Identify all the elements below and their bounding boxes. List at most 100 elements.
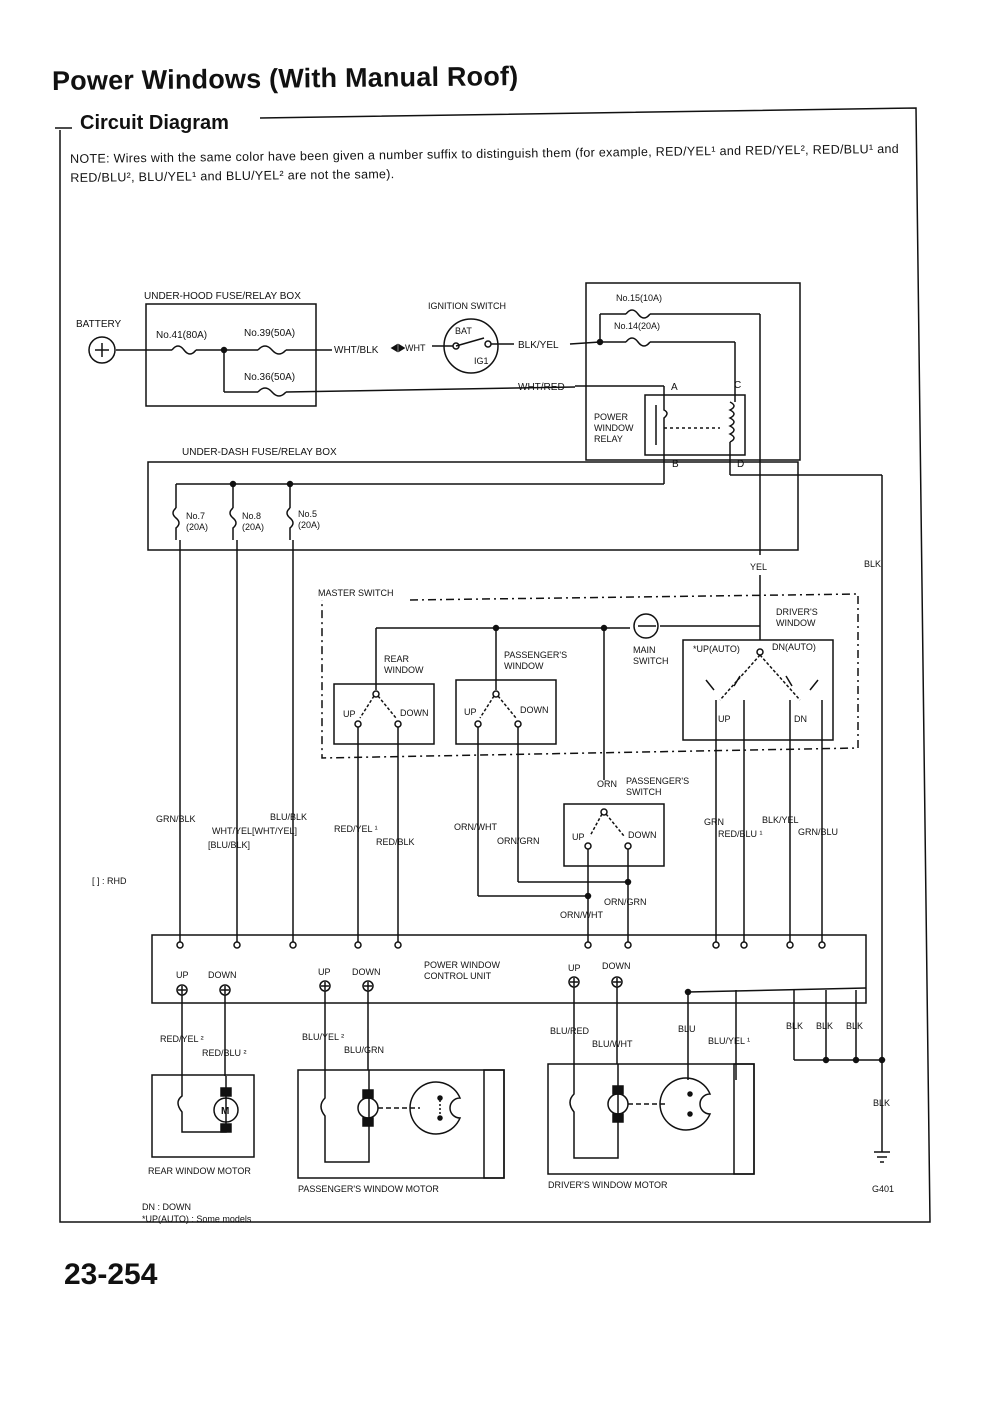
svg-text:DOWN: DOWN [628, 830, 657, 840]
svg-text:MAIN: MAIN [633, 645, 656, 655]
svg-text:RED/BLU ¹: RED/BLU ¹ [718, 829, 763, 839]
svg-text:[BLU/BLK]: [BLU/BLK] [208, 840, 250, 850]
svg-text:BLK: BLK [816, 1021, 833, 1031]
svg-text:BLK: BLK [786, 1021, 803, 1031]
svg-text:PASSENGER'S WINDOW MOTOR: PASSENGER'S WINDOW MOTOR [298, 1184, 439, 1194]
master-switch: MASTER SWITCH DRIVER'S WINDOW REAR WINDO… [318, 588, 859, 780]
svg-text:BLK: BLK [864, 559, 881, 569]
terminal-plus-icons [176, 976, 623, 996]
legend: DN : DOWN *UP(AUTO) : Some models [142, 1202, 252, 1224]
svg-text:RELAY: RELAY [594, 434, 623, 444]
svg-text:BLU: BLU [678, 1024, 696, 1034]
power-window-relay: WHT/RED A C POWER WINDOW RELAY B D [518, 314, 882, 555]
svg-text:BLU/RED: BLU/RED [550, 1026, 590, 1036]
svg-text:DOWN: DOWN [400, 708, 429, 718]
svg-text:BATTERY: BATTERY [76, 319, 122, 330]
svg-text:BLK: BLK [873, 1098, 890, 1108]
svg-text:UP: UP [318, 967, 331, 977]
svg-text:YEL: YEL [750, 562, 767, 572]
svg-text:(20A): (20A) [298, 520, 320, 530]
svg-text:BLK/YEL: BLK/YEL [762, 815, 799, 825]
svg-text:MASTER SWITCH: MASTER SWITCH [318, 588, 394, 598]
svg-text:C: C [734, 380, 741, 391]
svg-text:BLU/YEL ¹: BLU/YEL ¹ [708, 1036, 750, 1046]
svg-text:DOWN: DOWN [352, 967, 381, 977]
svg-text:POWER: POWER [594, 412, 629, 422]
svg-text:(20A): (20A) [242, 522, 264, 532]
svg-text:ORN/WHT: ORN/WHT [454, 822, 497, 832]
svg-text:IG1: IG1 [474, 356, 489, 366]
svg-text:(20A): (20A) [186, 522, 208, 532]
svg-text:UP: UP [572, 832, 585, 842]
svg-text:WINDOW: WINDOW [504, 661, 544, 671]
battery-icon: BATTERY [76, 319, 122, 364]
svg-text:RED/BLU ²: RED/BLU ² [202, 1048, 247, 1058]
ground-icon [874, 1151, 890, 1163]
svg-text:SWITCH: SWITCH [626, 787, 662, 797]
outer-frame [55, 107, 931, 1223]
svg-text:ORN/GRN: ORN/GRN [497, 836, 540, 846]
under-dash-fuse-box: UNDER-DASH FUSE/RELAY BOX No.7 (20A) No.… [147, 447, 799, 551]
wire-labels: GRN/BLK BLU/BLK WHT/YEL[WHT/YEL] [BLU/BL… [92, 812, 838, 920]
svg-text:ORN/WHT: ORN/WHT [560, 910, 603, 920]
svg-text:DN: DN [794, 714, 807, 724]
svg-text:UP: UP [464, 707, 477, 717]
fuse-15-14: No.15(10A) No.14(20A) [585, 282, 801, 461]
svg-text:GRN/BLK: GRN/BLK [156, 814, 196, 824]
svg-text:[ ] : RHD: [ ] : RHD [92, 876, 127, 886]
svg-text:BLU/GRN: BLU/GRN [344, 1045, 384, 1055]
svg-text:WHT/RED: WHT/RED [518, 382, 565, 393]
svg-text:No.15(10A): No.15(10A) [616, 293, 662, 303]
svg-text:UP: UP [343, 709, 356, 719]
svg-text:DN : DOWN: DN : DOWN [142, 1202, 191, 1212]
svg-text:DRIVER'S: DRIVER'S [776, 607, 818, 617]
svg-text:No.8: No.8 [242, 511, 261, 521]
svg-text:UP: UP [568, 963, 581, 973]
switch-leads: ORN PASSENGER'S SWITCH UP DOWN [357, 700, 823, 945]
svg-text:UNDER-DASH FUSE/RELAY BOX: UNDER-DASH FUSE/RELAY BOX [182, 447, 337, 458]
passenger-window-motor: PASSENGER'S WINDOW MOTOR [297, 1069, 505, 1194]
svg-text:SWITCH: SWITCH [633, 656, 669, 666]
svg-text:No.5: No.5 [298, 509, 317, 519]
svg-text:DOWN: DOWN [208, 970, 237, 980]
svg-text:BLK: BLK [846, 1021, 863, 1031]
svg-text:No.41(80A): No.41(80A) [156, 330, 207, 341]
svg-text:*UP(AUTO) : Some models: *UP(AUTO) : Some models [142, 1214, 252, 1224]
svg-text:PASSENGER'S: PASSENGER'S [504, 650, 567, 660]
svg-text:WHT: WHT [405, 343, 426, 353]
svg-text:DOWN: DOWN [520, 705, 549, 715]
svg-text:BLU/BLK: BLU/BLK [270, 812, 307, 822]
svg-text:A: A [671, 382, 678, 393]
svg-text:REAR WINDOW MOTOR: REAR WINDOW MOTOR [148, 1166, 251, 1176]
svg-text:BLU/YEL ²: BLU/YEL ² [302, 1032, 344, 1042]
svg-text:G401: G401 [872, 1184, 894, 1194]
svg-text:GRN: GRN [704, 817, 724, 827]
svg-text:RED/YEL ¹: RED/YEL ¹ [334, 824, 378, 834]
section-subtitle: Circuit Diagram [80, 112, 229, 134]
svg-text:REAR: REAR [384, 654, 410, 664]
svg-text:M: M [221, 1106, 229, 1117]
svg-text:*UP(AUTO): *UP(AUTO) [693, 644, 740, 654]
svg-text:IGNITION SWITCH: IGNITION SWITCH [428, 301, 506, 311]
control-unit: POWER WINDOW CONTROL UNIT UP DOWN UP DOW… [151, 934, 867, 1004]
svg-text:CONTROL UNIT: CONTROL UNIT [424, 971, 492, 981]
svg-text:B: B [672, 459, 679, 470]
svg-text:No.7: No.7 [186, 511, 205, 521]
svg-text:WHT/YEL[WHT/YEL]: WHT/YEL[WHT/YEL] [212, 826, 297, 836]
svg-text:RED/BLK: RED/BLK [376, 837, 415, 847]
svg-text:ORN/GRN: ORN/GRN [604, 897, 647, 907]
svg-text:BLU/WHT: BLU/WHT [592, 1039, 633, 1049]
svg-text:BAT: BAT [455, 326, 472, 336]
svg-text:WINDOW: WINDOW [776, 618, 816, 628]
svg-text:WHT/BLK: WHT/BLK [334, 345, 379, 356]
svg-text:PASSENGER'S: PASSENGER'S [626, 776, 689, 786]
rear-window-motor: M REAR WINDOW MOTOR [148, 1074, 255, 1176]
under-hood-fuse-box: UNDER-HOOD FUSE/RELAY BOX No.41(80A) No.… [116, 291, 576, 407]
svg-text:UNDER-HOOD FUSE/RELAY BOX: UNDER-HOOD FUSE/RELAY BOX [144, 291, 301, 302]
svg-text:ORN: ORN [597, 779, 617, 789]
motor-wires: RED/YEL ² RED/BLU ² BLU/YEL ² BLU/GRN BL… [160, 987, 894, 1194]
svg-text:BLK/YEL: BLK/YEL [518, 340, 559, 351]
ignition-switch: IGNITION SWITCH BAT IG1 WHT/BLK WHT BLK/… [334, 301, 601, 374]
page-number: 23-254 [64, 1258, 158, 1291]
